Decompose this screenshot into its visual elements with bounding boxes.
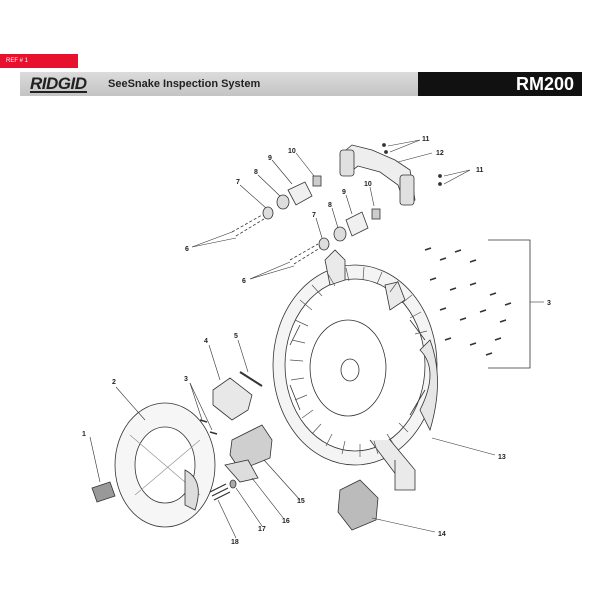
callout-11-lower: 11 [476,167,484,174]
mount-bracket [212,377,253,421]
callout-2: 2 [112,379,116,386]
callout-3-right: 3 [547,300,551,307]
brand-logo: RIDGID [30,74,87,93]
fastener-dots [382,143,442,186]
callout-1: 1 [82,431,86,438]
leader-lines [89,139,544,539]
cable-leads [231,214,321,265]
hub-assembly-lower [318,208,381,251]
counter-assembly [229,424,273,471]
callout-11-upper: 11 [422,136,430,143]
spring [209,483,231,501]
callout-5: 5 [234,333,238,340]
callout-18: 18 [231,539,239,546]
ref-tag: REF # 1 [0,54,78,68]
hinge [224,459,259,483]
callout-14: 14 [438,531,446,538]
carry-handle [339,144,416,206]
callout-4: 4 [204,338,208,345]
callout-13: 13 [498,454,506,461]
callout-8-lower: 8 [328,202,332,209]
callout-6-upper: 6 [185,246,189,253]
stand-foot [337,479,379,531]
callout-9-upper: 9 [268,155,272,162]
screw [229,479,237,489]
product-title: SeeSnake Inspection System [108,78,261,90]
hub-assembly-upper [262,175,322,220]
screw-pair [199,419,218,435]
badge-plate [91,481,116,503]
pin [239,371,263,387]
callout-8-upper: 8 [254,169,258,176]
header-bar [20,72,418,96]
callout-12: 12 [436,150,444,157]
callout-17: 17 [258,526,266,533]
reel-drum [272,249,438,491]
callout-7-upper: 7 [236,179,240,186]
callout-3-left: 3 [184,376,188,383]
drum-ribs [289,266,428,457]
model-number: RM200 [418,72,582,96]
fastener-bracket [488,239,531,369]
side-cover [114,402,216,528]
callout-16: 16 [282,518,290,525]
callout-10-lower: 10 [364,181,372,188]
callout-9-lower: 9 [342,189,346,196]
fastener-group [424,247,512,356]
callout-15: 15 [297,498,305,505]
callout-10-upper: 10 [288,148,296,155]
callout-7-lower: 7 [312,212,316,219]
callout-6-lower: 6 [242,278,246,285]
